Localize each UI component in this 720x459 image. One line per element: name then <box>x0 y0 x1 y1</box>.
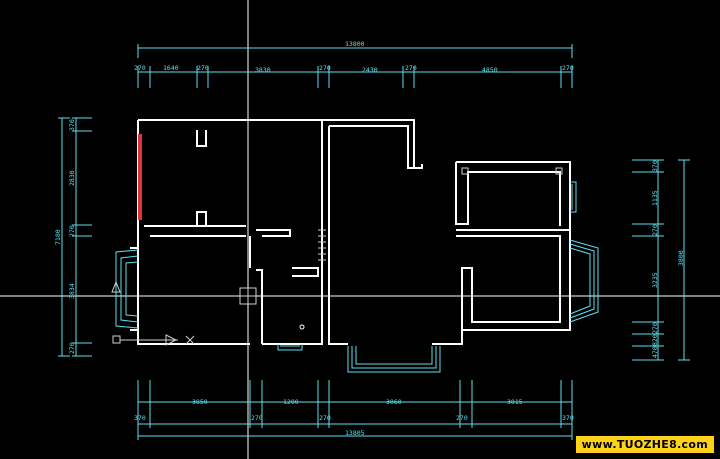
top-dim-8: 4850 <box>482 66 498 74</box>
red-accent-wall <box>138 134 142 220</box>
left-dim-4: 3834 <box>68 283 76 299</box>
top-dim-5: 270 <box>319 64 331 72</box>
bottom-dim-b2: 270 <box>251 414 263 422</box>
left-dim-2: 2830 <box>68 170 76 186</box>
partition-stairs <box>249 236 319 344</box>
left-dim-5: 270 <box>68 342 76 354</box>
left-dimension-chain: 7180 370 2830 270 3834 270 <box>54 117 92 357</box>
right-dim-5: 270 <box>651 322 659 334</box>
bottom-dim-a3: 3060 <box>386 398 402 406</box>
drain-symbol <box>299 324 305 330</box>
bottom-overall-dim: 13805 <box>345 429 365 437</box>
windows <box>115 181 599 373</box>
right-dim-6: 820 <box>651 334 659 346</box>
west-bay-window <box>115 249 139 329</box>
south-bay-window <box>347 346 441 373</box>
east-small-window <box>570 181 577 213</box>
west-wall-segment <box>130 247 138 331</box>
top-dim-6: 2430 <box>362 66 378 74</box>
right-dim-7: 470 <box>651 346 659 358</box>
top-dimension-chain: 13800 270 1640 270 3830 270 2430 270 485… <box>134 40 574 88</box>
bottom-dim-a2: 1200 <box>283 398 299 406</box>
east-bay-window <box>569 239 599 323</box>
left-overall-dim: 7180 <box>54 229 62 245</box>
ucs-arrow <box>165 334 178 346</box>
top-dim-3: 270 <box>197 64 209 72</box>
left-dim-1: 370 <box>68 119 76 131</box>
right-dim-3: 270 <box>651 224 659 236</box>
top-dim-2: 1640 <box>163 64 179 72</box>
site-watermark[interactable]: www.TUOZHE8.com <box>575 436 714 453</box>
grid-origin-marker <box>112 335 121 344</box>
bottom-dim-b5: 370 <box>562 414 574 422</box>
bottom-dim-b4: 270 <box>456 414 468 422</box>
right-dimension-chain: 3800 370 1135 270 3235 270 820 470 <box>632 159 690 361</box>
stair-lines <box>318 229 326 261</box>
right-overall-dim: 3800 <box>677 250 685 266</box>
top-dim-4: 3830 <box>255 66 271 74</box>
annotation-symbols <box>111 167 563 346</box>
top-dim-7: 270 <box>405 64 417 72</box>
south-small-window <box>277 344 303 351</box>
bottom-dim-a1: 3850 <box>192 398 208 406</box>
top-dim-1: 270 <box>134 64 146 72</box>
top-overall-dim: 13800 <box>345 40 365 48</box>
bottom-dim-b1: 370 <box>134 414 146 422</box>
bottom-dim-a4: 3015 <box>507 398 523 406</box>
outer-wall-main <box>262 125 463 345</box>
building-walls <box>130 119 571 345</box>
bottom-dimension-chain: 3850 1200 3060 3015 370 270 270 270 370 … <box>134 380 574 440</box>
left-dim-3: 270 <box>68 225 76 237</box>
north-arrow-marker <box>111 280 121 293</box>
outer-wall-west-block <box>137 119 420 345</box>
right-dim-1: 370 <box>651 160 659 172</box>
top-dim-9: 270 <box>562 64 574 72</box>
bottom-dim-b3: 270 <box>319 414 331 422</box>
east-wing-walls <box>455 161 571 332</box>
right-dim-4: 3235 <box>651 272 659 288</box>
right-dim-2: 1135 <box>651 190 659 206</box>
partition-top-left <box>144 130 291 237</box>
ucs-x-mark <box>185 335 195 345</box>
